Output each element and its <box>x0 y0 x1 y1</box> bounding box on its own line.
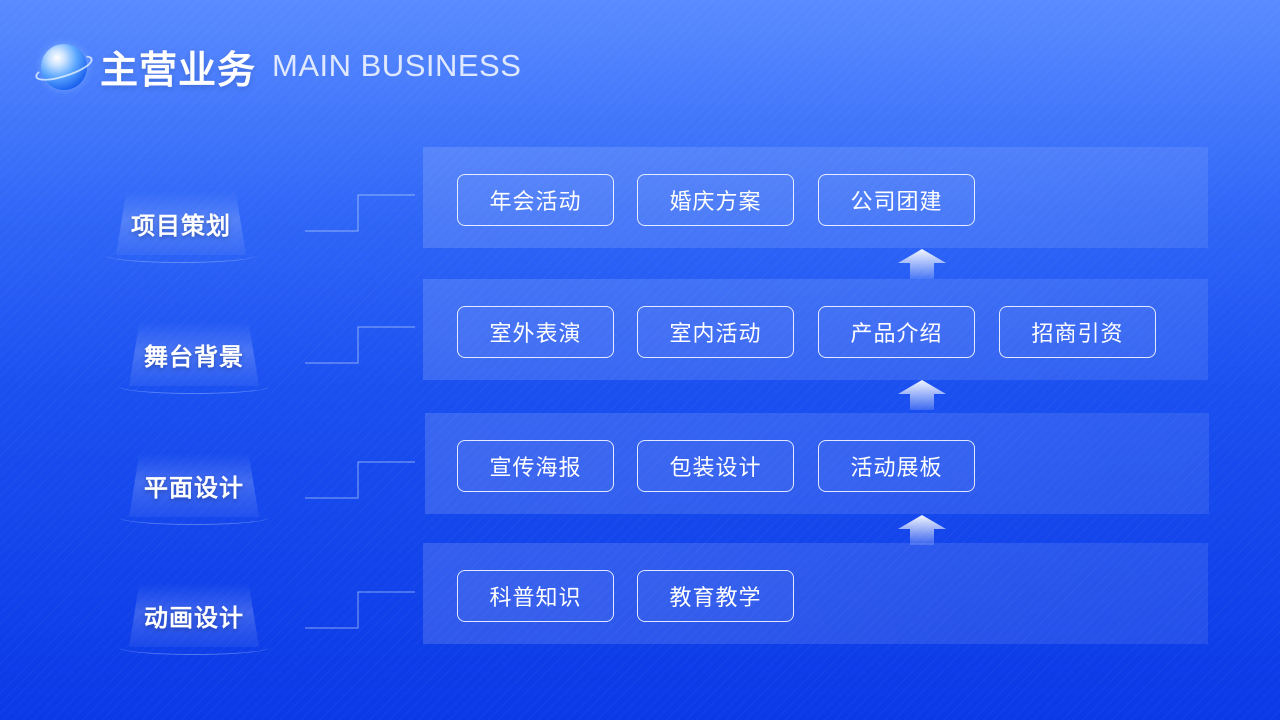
category-panel-1: 年会活动 婚庆方案 公司团建 <box>423 147 1208 248</box>
up-arrow-icon <box>898 515 946 545</box>
service-button[interactable]: 年会活动 <box>457 174 614 226</box>
service-button[interactable]: 室内活动 <box>637 306 794 358</box>
service-button[interactable]: 包装设计 <box>637 440 794 492</box>
category-label-2: 舞台背景 <box>119 318 269 394</box>
page-title: 主营业务 <box>100 47 257 92</box>
category-text: 舞台背景 <box>144 342 244 371</box>
service-button[interactable]: 宣传海报 <box>457 440 614 492</box>
category-panel-2: 室外表演 室内活动 产品介绍 招商引资 <box>423 279 1208 380</box>
up-arrow-icon <box>898 249 946 279</box>
planet-icon <box>32 38 96 94</box>
category-panel-3: 宣传海报 包装设计 活动展板 <box>425 413 1209 514</box>
connector-line <box>305 193 415 233</box>
category-panel-4: 科普知识 教育教学 <box>423 543 1208 644</box>
category-label-3: 平面设计 <box>119 449 269 525</box>
connector-line <box>305 590 415 630</box>
service-button[interactable]: 科普知识 <box>457 570 614 622</box>
page-subtitle: MAIN BUSINESS <box>272 48 522 83</box>
service-button[interactable]: 婚庆方案 <box>637 174 794 226</box>
service-button[interactable]: 室外表演 <box>457 306 614 358</box>
service-button[interactable]: 产品介绍 <box>818 306 975 358</box>
service-button[interactable]: 教育教学 <box>637 570 794 622</box>
service-button[interactable]: 活动展板 <box>818 440 975 492</box>
service-button[interactable]: 招商引资 <box>999 306 1156 358</box>
category-label-4: 动画设计 <box>119 579 269 655</box>
service-button[interactable]: 公司团建 <box>818 174 975 226</box>
category-text: 动画设计 <box>144 603 244 632</box>
up-arrow-icon <box>898 380 946 410</box>
header: 主营业务 MAIN BUSINESS <box>32 38 522 94</box>
connector-line <box>305 325 415 365</box>
category-label-1: 项目策划 <box>106 187 256 263</box>
category-text: 项目策划 <box>131 211 231 240</box>
connector-line <box>305 460 415 500</box>
category-text: 平面设计 <box>144 473 244 502</box>
